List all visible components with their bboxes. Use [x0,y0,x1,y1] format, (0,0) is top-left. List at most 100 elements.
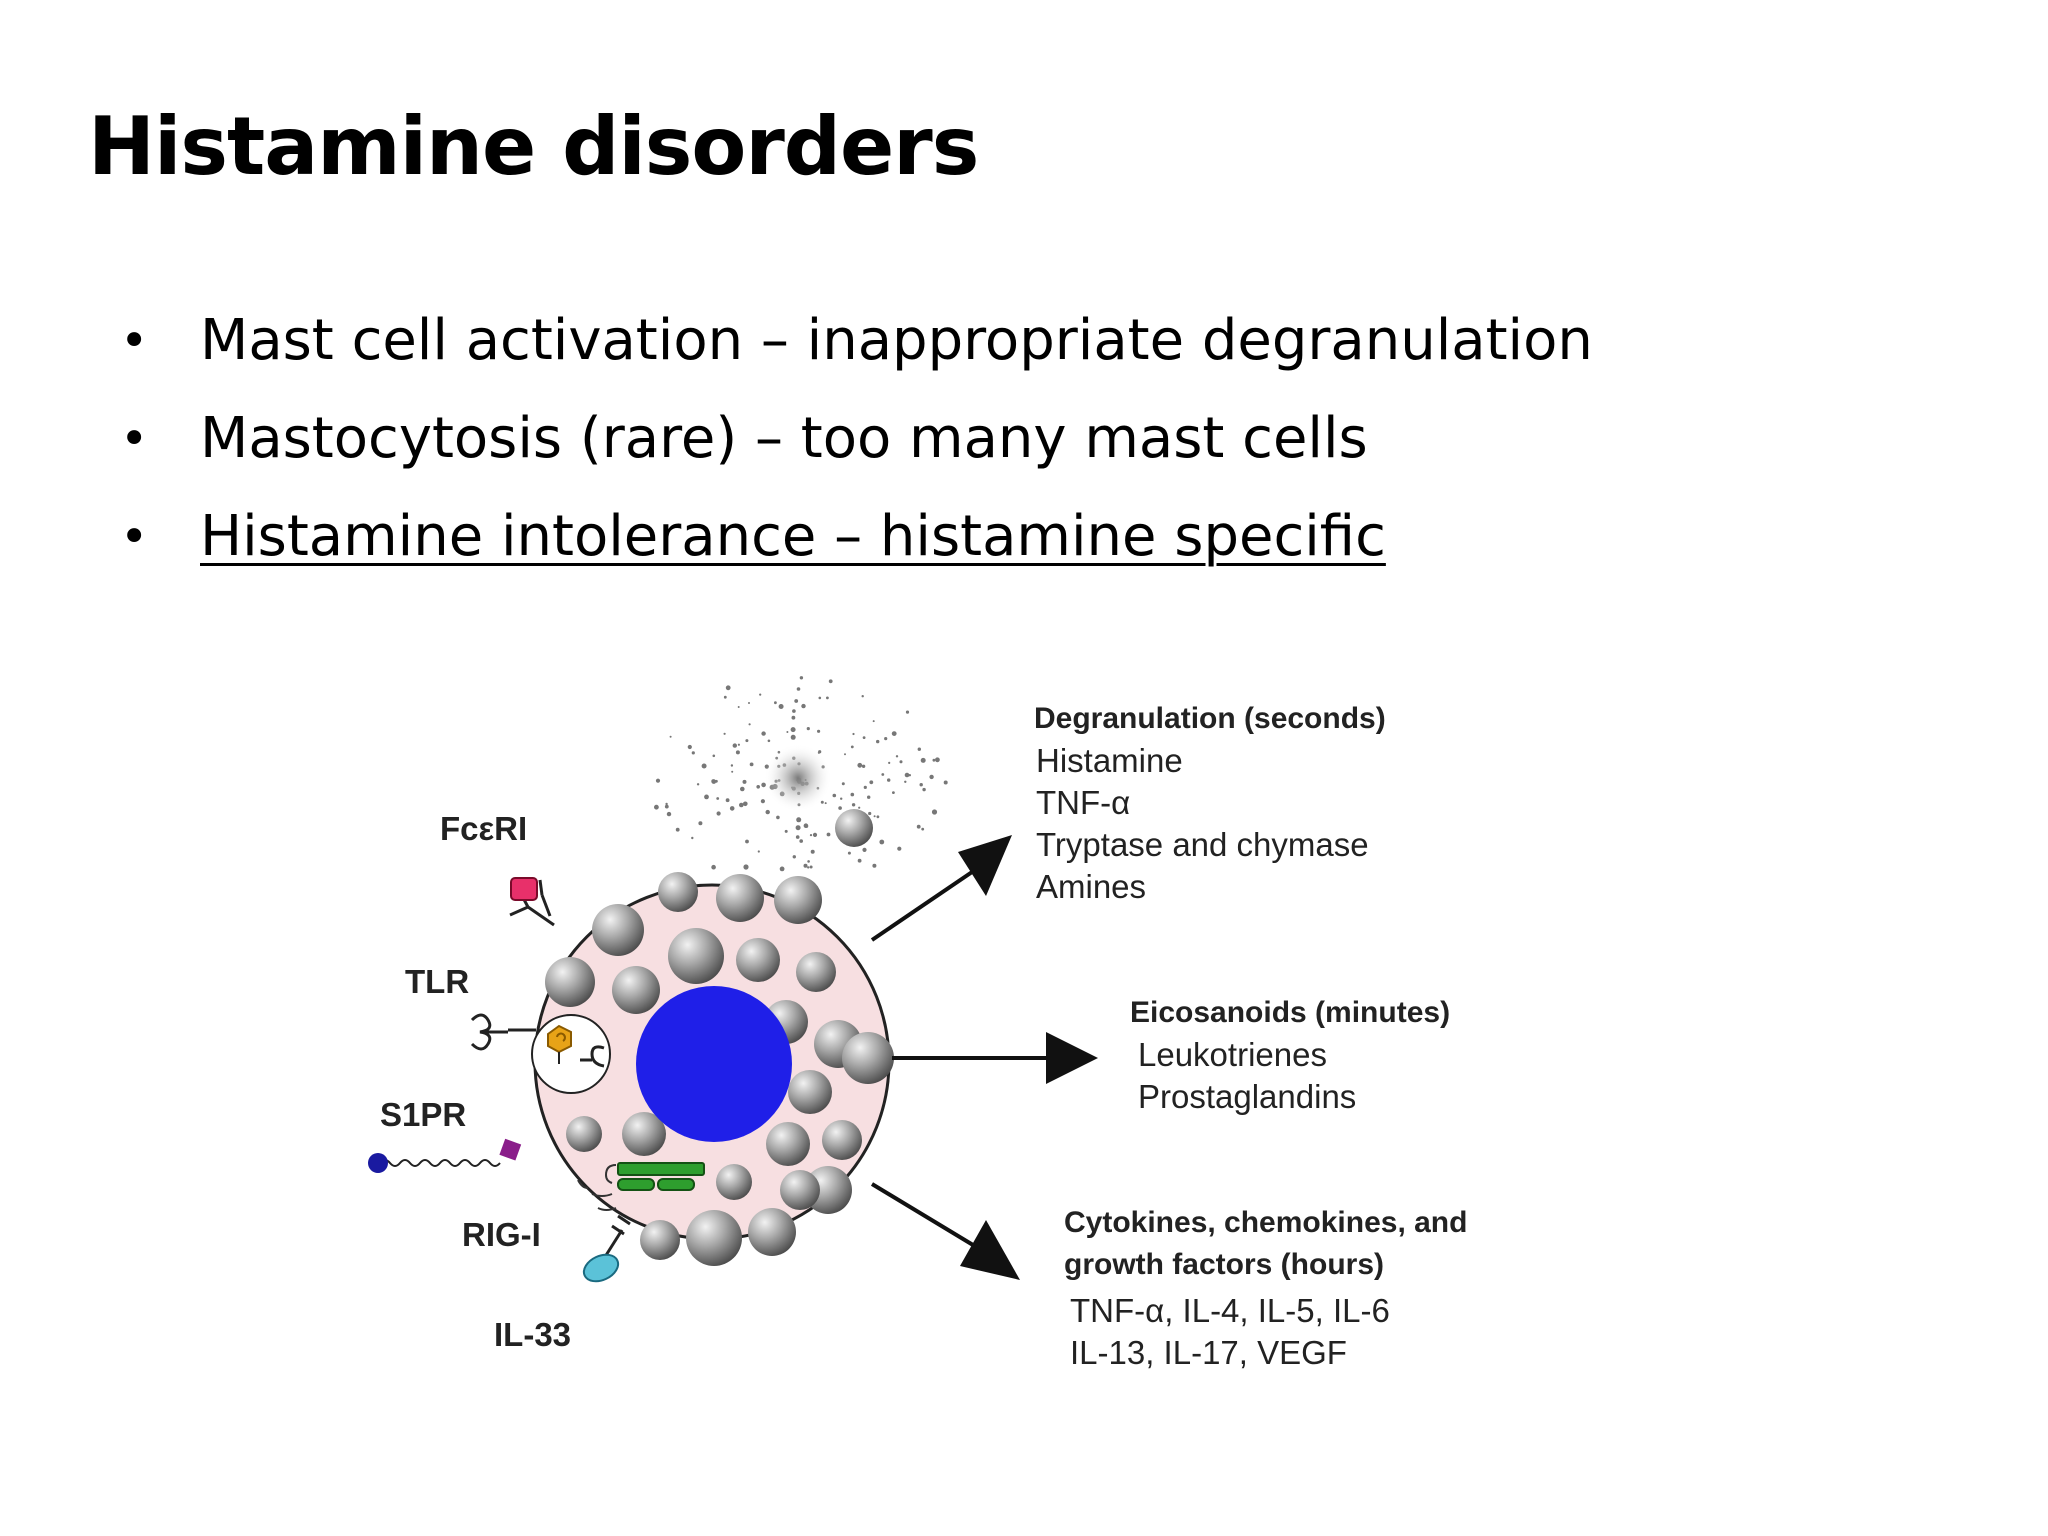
arrow-eicosanoids [892,1032,1098,1084]
released-speckle [743,801,748,807]
released-speckle [725,685,731,691]
released-speckle [895,755,899,758]
il33-receptor-icon [582,1214,631,1283]
released-speckle [876,739,880,744]
released-speckle [743,864,749,870]
eicosanoids-item: Leukotrienes [1138,1036,1327,1073]
released-speckle [792,709,796,713]
released-speckle [872,720,875,723]
released-speckle [740,786,745,792]
tlr-ligand-icon [547,1024,572,1054]
released-speckle [776,815,780,820]
granule [668,928,724,984]
released-speckle [774,701,777,705]
released-speckle [675,827,680,832]
released-speckle [723,732,726,735]
released-speckle [749,762,754,767]
granule [686,1210,742,1266]
released-speckle [826,696,829,700]
released-speckle [861,695,864,698]
cytokines-item: TNF-α, IL-4, IL-5, IL-6 [1070,1292,1390,1329]
released-speckle [691,751,695,755]
released-speckle [757,850,760,853]
released-speckle [917,747,921,751]
released-speckle [867,795,871,799]
released-speckle [723,695,727,699]
released-speckle [760,799,765,804]
bullet-item: • Mastocytosis (rare) – too many mast ce… [120,390,1593,488]
nucleus [636,986,792,1142]
released-speckle [786,731,789,733]
released-speckle [935,757,940,763]
mast-cell-diagram: FcεRI TLR S1PR RIG-I IL-33 Degranulation… [360,660,1620,1440]
released-speckle [932,758,936,762]
released-speckle [765,809,770,815]
released-speckle [841,782,845,786]
released-granules [654,676,948,872]
released-speckle [701,763,707,769]
released-speckle [851,803,856,807]
golgi-stack [617,1162,705,1176]
released-speckle [812,832,818,837]
released-speckle [801,703,806,709]
slide-title: Histamine disorders [88,100,979,193]
released-speckle [817,729,821,733]
released-speckle [806,727,810,731]
released-speckle [712,754,716,758]
released-speckle [838,806,842,810]
released-speckle [669,735,672,738]
released-speckle [857,762,863,768]
released-speckle [730,764,734,767]
bullet-dot: • [120,411,149,467]
released-speckle [850,745,854,749]
released-speckle [904,780,907,783]
released-speckle [748,702,750,704]
released-speckle [884,737,888,741]
released-speckle [840,797,843,800]
released-speckle [794,699,799,703]
released-speckle [805,824,809,828]
eicosanoids-heading: Eicosanoids (minutes) [1130,996,1450,1029]
granule [796,952,836,992]
cytokines-item: IL-13, IL-17, VEGF [1070,1334,1347,1371]
granule [622,1112,666,1156]
released-speckle [715,779,718,783]
label-il33: IL-33 [494,1316,571,1353]
released-speckle [857,858,862,863]
released-speckle [803,863,808,868]
released-speckle [725,798,730,803]
granule [842,1032,894,1084]
released-speckle [698,821,703,826]
released-speckle [862,736,866,739]
released-speckle [919,783,923,787]
released-speckle [795,835,800,839]
bullet-item: • Mast cell activation – inappropriate d… [120,292,1593,390]
released-speckle [818,696,822,700]
released-speckle [792,855,796,859]
released-speckle [711,864,716,870]
released-speckle [863,785,867,789]
released-speckle [732,743,737,748]
endosomal-tlr-icon [580,1045,605,1068]
released-speckle [778,704,784,709]
released-speckle [796,687,801,691]
released-speckle [716,811,721,816]
tlr-ligand-spiral [556,1032,566,1042]
released-speckle [921,827,925,831]
bullet-item: • Histamine intolerance – histamine spec… [120,488,1593,586]
released-speckle [737,706,740,708]
released-speckle [943,780,948,785]
granule [822,1120,862,1160]
granule [748,1208,796,1256]
granule [780,1170,820,1210]
released-speckle [908,774,911,777]
released-speckle [826,832,831,837]
released-speckle [655,778,661,783]
released-speckle [891,731,897,736]
released-speckle [779,866,785,872]
granule [774,876,822,924]
released-speckle [745,839,749,844]
granule [640,1220,680,1260]
granule [545,957,595,1007]
released-speckle [809,834,813,837]
